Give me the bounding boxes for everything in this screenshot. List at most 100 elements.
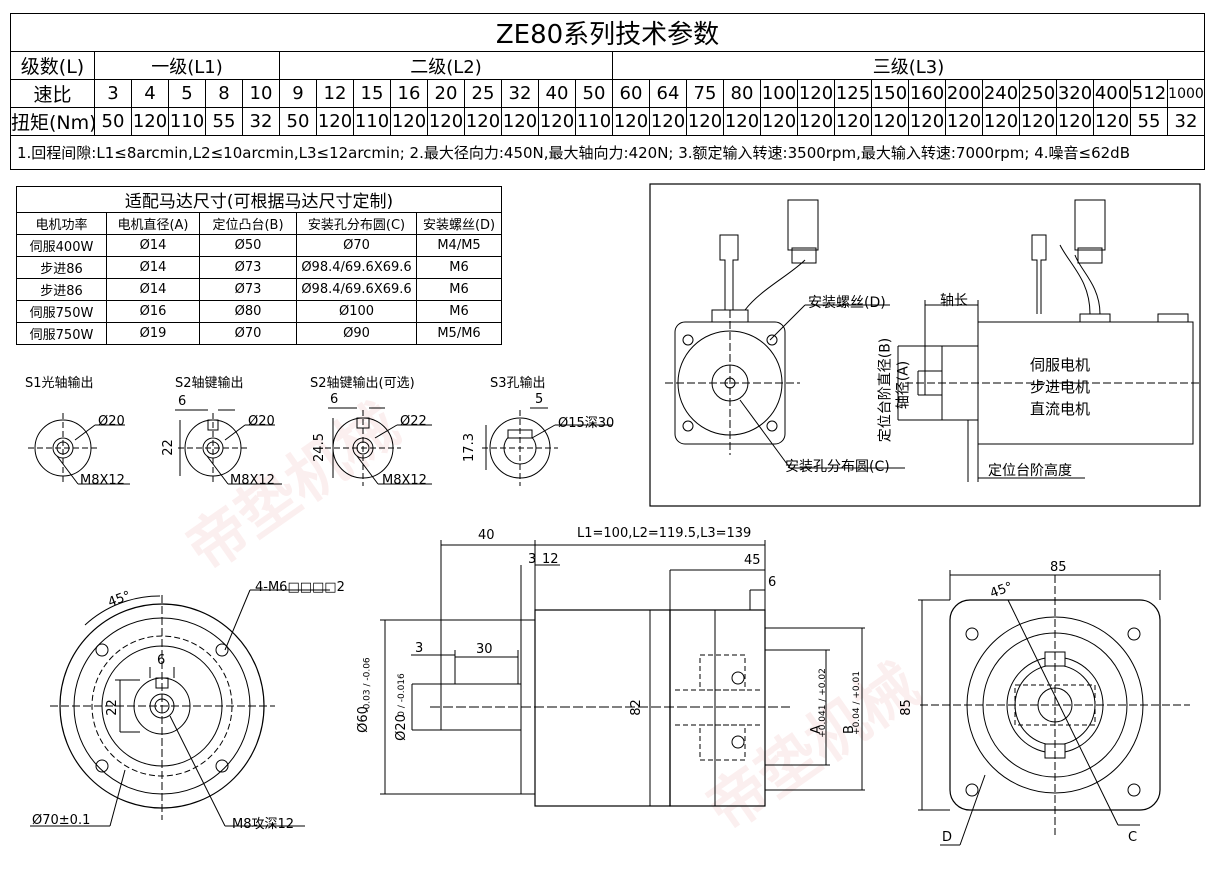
torque-cell: 120 <box>538 107 576 136</box>
side-dia20-tol: 0 / -0.016 <box>396 673 407 717</box>
s1-dia: Ø20 <box>98 414 125 429</box>
side-a-tol: +0.041 / +0.02 <box>817 668 828 738</box>
torque-cell: 50 <box>94 107 132 136</box>
ratio-cell: 10 <box>242 79 280 108</box>
torque-cell: 32 <box>1167 107 1205 136</box>
side-d3b: 3 <box>415 641 424 656</box>
motor-header-cell: 安装孔分布圆(C) <box>296 212 417 235</box>
ratio-cell: 100 <box>760 79 798 108</box>
motor-cell: M5/M6 <box>415 322 503 345</box>
motor-header-cell: 安装螺丝(D) <box>415 212 503 235</box>
ratio-cell: 150 <box>871 79 909 108</box>
motor-table: 适配马达尺寸(可根据马达尺寸定制) 电机功率电机直径(A)定位凸台(B)安装孔分… <box>15 186 503 345</box>
ratio-cell: 400 <box>1093 79 1131 108</box>
front-holes: 4-M6□□□□2 <box>255 580 345 595</box>
motor-table-header: 电机功率电机直径(A)定位凸台(B)安装孔分布圆(C)安装螺丝(D) <box>16 212 503 235</box>
s3-title: S3孔输出 <box>490 376 546 391</box>
ratio-cell: 75 <box>686 79 724 108</box>
motor-cell: Ø19 <box>106 322 200 345</box>
ratio-label: 速比 <box>10 79 95 108</box>
motor-table-title: 适配马达尺寸(可根据马达尺寸定制) <box>15 186 503 213</box>
s2-dia: Ø20 <box>248 414 275 429</box>
s3-height: 17.3 <box>461 433 477 462</box>
ratio-cell: 15 <box>353 79 391 108</box>
side-lengths: L1=100,L2=119.5,L3=139 <box>577 526 752 541</box>
motor-circle-label: 安装孔分布圆(C) <box>785 459 890 475</box>
ratio-cell: 250 <box>1019 79 1057 108</box>
s2-key: 6 <box>178 394 187 409</box>
side-d40: 40 <box>478 528 495 543</box>
front-pcd: Ø70±0.1 <box>32 813 91 828</box>
side-b-tol: +0.04 / +0.01 <box>851 671 862 735</box>
torque-cell: 32 <box>242 107 280 136</box>
s2b-height: 24.5 <box>311 433 327 462</box>
ratio-cell: 125 <box>834 79 872 108</box>
spec-table: ZE80系列技术参数 级数(L) 一级(L1) 二级(L2) 三级(L3) 速比… <box>10 13 1205 170</box>
motor-type-dc: 直流电机 <box>1030 400 1091 418</box>
s3-key: 5 <box>535 392 544 407</box>
torque-cell: 55 <box>205 107 243 136</box>
motor-step-height-label: 定位台阶高度 <box>988 463 1072 479</box>
torque-cell: 120 <box>501 107 539 136</box>
motor-cell: M6 <box>415 256 503 279</box>
spec-note: 1.回程间隙:L1≤8arcmin,L2≤10arcmin,L3≤12arcmi… <box>10 135 1205 170</box>
rear-c: C <box>1128 830 1138 845</box>
side-d82: 82 <box>628 699 644 716</box>
motor-cell: 伺服750W <box>16 300 107 323</box>
side-dia60-tol: -0.03 / -0.06 <box>362 657 373 713</box>
motor-cell: Ø98.4/69.6X69.6 <box>296 256 417 279</box>
torque-cell: 120 <box>390 107 428 136</box>
front-thread: M8攻深12 <box>232 817 295 832</box>
torque-cell: 110 <box>353 107 391 136</box>
ratio-cell: 60 <box>612 79 650 108</box>
torque-cell: 120 <box>612 107 650 136</box>
motor-diagram-frame <box>649 183 1201 507</box>
side-d6: 6 <box>768 575 777 590</box>
spec-title: ZE80系列技术参数 <box>10 13 1205 52</box>
s2b-title: S2轴键输出(可选) <box>310 376 415 391</box>
motor-header-cell: 电机功率 <box>16 212 107 235</box>
ratio-cell: 16 <box>390 79 428 108</box>
torque-cell: 50 <box>279 107 317 136</box>
torque-cell: 120 <box>908 107 946 136</box>
side-d45: 45 <box>744 553 761 568</box>
motor-shaft-length-label: 轴长 <box>940 293 968 309</box>
ratio-cell: 9 <box>279 79 317 108</box>
s3-bore: Ø15深30 <box>558 416 615 431</box>
motor-screw-label: 安装螺丝(D) <box>808 295 886 311</box>
side-d12: 12 <box>542 552 559 567</box>
s2b-dia: Ø22 <box>400 414 427 429</box>
torque-cell: 120 <box>797 107 835 136</box>
torque-label: 扭矩(Nm) <box>10 107 95 136</box>
ratio-cell: 4 <box>131 79 169 108</box>
ratio-cell: 120 <box>797 79 835 108</box>
stage-label: 级数(L) <box>10 51 95 80</box>
s2b-key: 6 <box>330 392 339 407</box>
side-d30: 30 <box>476 642 493 657</box>
ratio-cell: 25 <box>464 79 502 108</box>
front-key: 6 <box>157 653 166 668</box>
s1-title: S1光轴输出 <box>25 376 94 391</box>
s1-thread: M8X12 <box>80 473 125 488</box>
side-dia20: Ø20 <box>393 714 409 741</box>
torque-cell: 120 <box>945 107 983 136</box>
motor-cell: 伺服750W <box>16 322 107 345</box>
torque-cell: 120 <box>427 107 465 136</box>
torque-cell: 55 <box>1130 107 1168 136</box>
motor-cell: M6 <box>415 278 503 301</box>
s2-thread: M8X12 <box>230 473 275 488</box>
rear-d85w: 85 <box>1050 560 1067 575</box>
ratio-cell: 64 <box>649 79 687 108</box>
motor-type-servo: 伺服电机 <box>1030 356 1091 374</box>
ratio-cell: 80 <box>723 79 761 108</box>
side-d3: 3 <box>528 552 537 567</box>
ratio-cell: 20 <box>427 79 465 108</box>
motor-cell: Ø70 <box>199 322 297 345</box>
